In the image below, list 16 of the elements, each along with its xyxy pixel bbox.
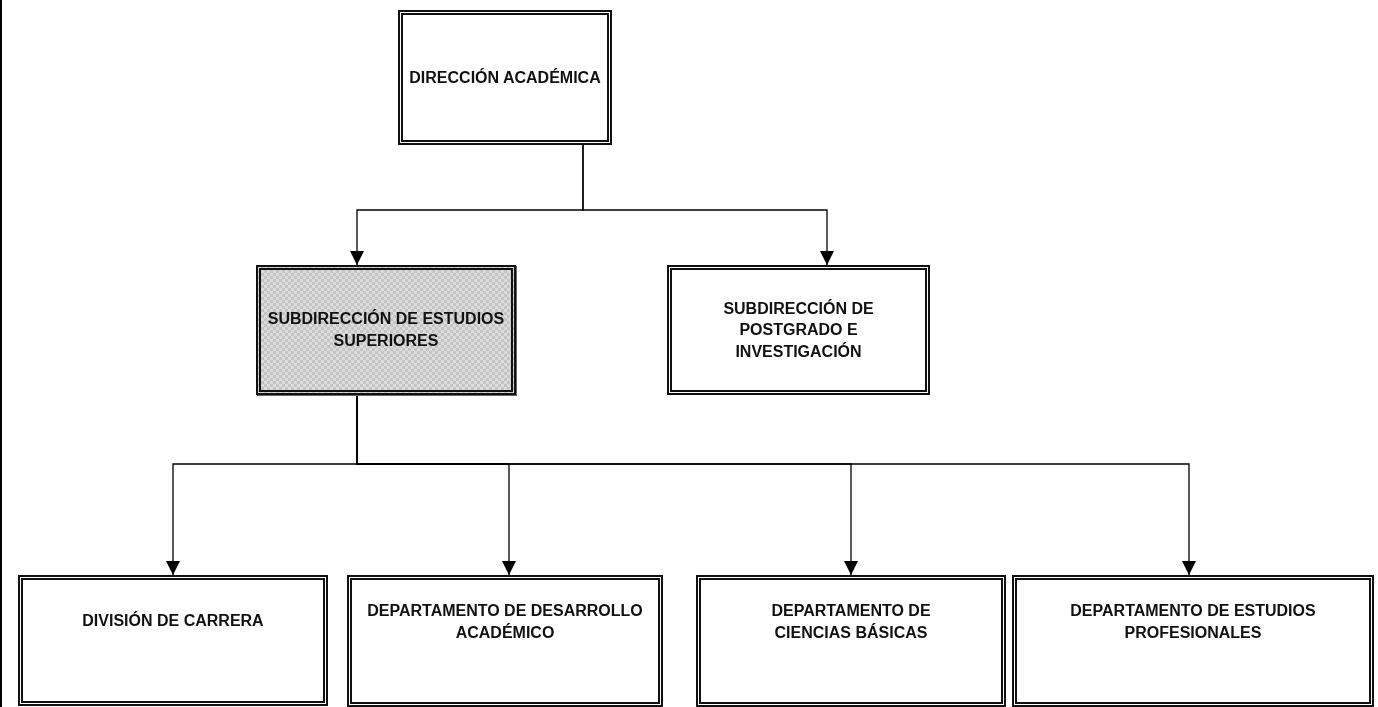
box-label: SUBDIRECCIÓN DE ESTUDIOS SUPERIORES [267,308,505,351]
connector-arrow [582,144,834,266]
box-label: DIVISIÓN DE CARRERA [82,610,264,631]
shaded-org-box [256,265,516,395]
box-label: DEPARTAMENTO DE CIENCIAS BÁSICAS [770,601,932,643]
org-box [18,575,328,706]
org-box [347,575,663,707]
box-label: SUBDIRECCIÓN DE POSTGRADO E INVESTIGACIÓN [722,298,875,362]
org-box [696,575,1006,707]
connector-arrow [356,394,1196,576]
box-label: DEPARTAMENTO DE ESTUDIOS PROFESIONALES [1069,601,1317,643]
org-box [667,265,930,395]
org-box [1012,575,1374,707]
org-box [398,10,612,145]
box-label: DIRECCIÓN ACADÉMICA [409,67,601,88]
box-label: DEPARTAMENTO DE DESARROLLO ACADÉMICO [366,601,644,643]
